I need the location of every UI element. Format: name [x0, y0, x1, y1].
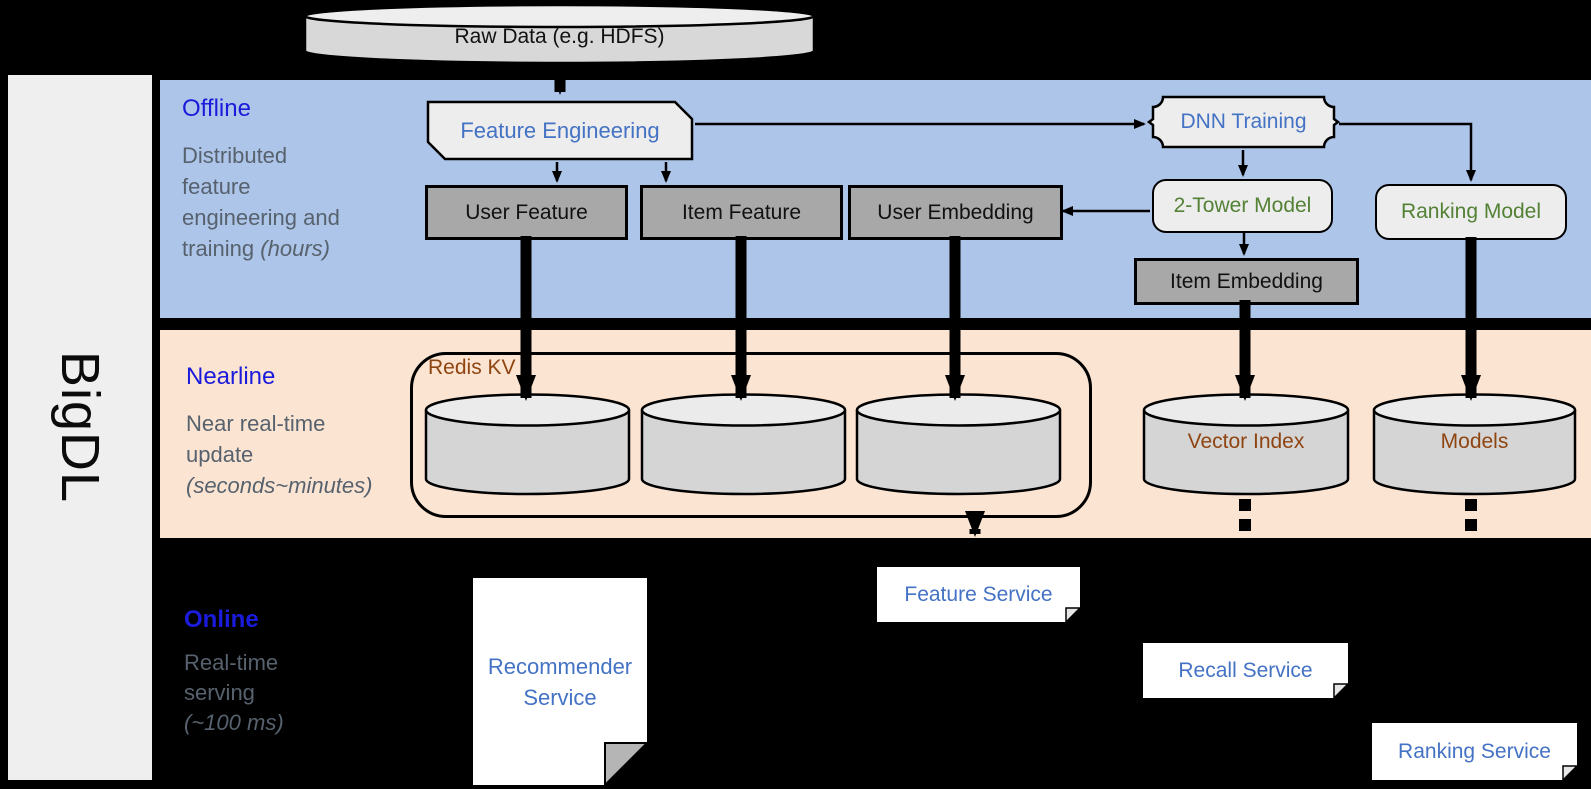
- snip-corner-shape: [426, 100, 694, 161]
- models-store: Models: [1372, 392, 1577, 497]
- redis-kv-container: [410, 352, 1092, 518]
- dnn-training-label: DNN Training: [1180, 110, 1307, 133]
- item-embedding-node: Item Embedding: [1134, 258, 1359, 305]
- redis-shard-cylinder-2: [640, 392, 847, 497]
- redis-kv-label: Redis KV: [428, 356, 516, 379]
- database-cylinder-icon: [855, 393, 1062, 496]
- raw-data-cylinder: Raw Data (e.g. HDFS): [303, 3, 816, 65]
- document-page-icon: [1372, 723, 1579, 782]
- bigdl-brand-label: BigDL: [50, 351, 110, 504]
- document-page-icon: [877, 567, 1082, 624]
- user-feature-node: User Feature: [425, 185, 628, 240]
- raw-data-label: Raw Data (e.g. HDFS): [454, 25, 665, 48]
- ranking-service-node: Ranking Service: [1372, 723, 1579, 782]
- offline-section-title: Offline: [182, 95, 251, 122]
- recommender-service-node: Recommender Service: [473, 578, 650, 788]
- offline-section-description: Distributed feature engineering and trai…: [182, 143, 340, 261]
- redis-shard-cylinder-1: [424, 392, 631, 497]
- recommender-service-label: Recommender Service: [487, 653, 633, 710]
- dnn-training-node: DNN Training: [1146, 95, 1341, 149]
- double-brace-shape: [1146, 95, 1341, 149]
- two-tower-model-node: 2-Tower Model: [1152, 179, 1333, 233]
- item-feature-node: Item Feature: [640, 185, 843, 240]
- user-embedding-node: User Embedding: [848, 185, 1063, 240]
- vector-index-store: Vector Index: [1142, 392, 1350, 497]
- nearline-section-description: Near real-time update (seconds~minutes): [186, 411, 373, 498]
- database-cylinder-icon: [424, 393, 631, 496]
- ranking-model-node: Ranking Model: [1375, 184, 1567, 240]
- nearline-section-title: Nearline: [186, 363, 276, 390]
- database-cylinder-icon: [1142, 393, 1350, 496]
- vector-index-label: Vector Index: [1187, 430, 1305, 453]
- redis-shard-cylinder-3: [855, 392, 1062, 497]
- document-page-icon: [473, 578, 650, 788]
- feature-engineering-node: Feature Engineering: [426, 100, 694, 161]
- database-cylinder-icon: [640, 393, 847, 496]
- feature-service-node: Feature Service: [877, 567, 1082, 624]
- document-page-icon: [1143, 643, 1350, 700]
- database-cylinder-icon: [1372, 393, 1577, 496]
- bigdl-sidebar: BigDL: [8, 75, 152, 780]
- ranking-service-label: Ranking Service: [1398, 739, 1551, 763]
- database-cylinder-icon: [303, 3, 816, 65]
- feature-service-label: Feature Service: [904, 582, 1053, 606]
- recall-service-node: Recall Service: [1143, 643, 1350, 700]
- recall-service-label: Recall Service: [1178, 658, 1313, 682]
- online-section-title: Online: [184, 606, 259, 633]
- online-section-description: Real-time serving (~100 ms): [184, 650, 284, 735]
- models-label: Models: [1440, 430, 1509, 453]
- feature-engineering-label: Feature Engineering: [460, 117, 660, 143]
